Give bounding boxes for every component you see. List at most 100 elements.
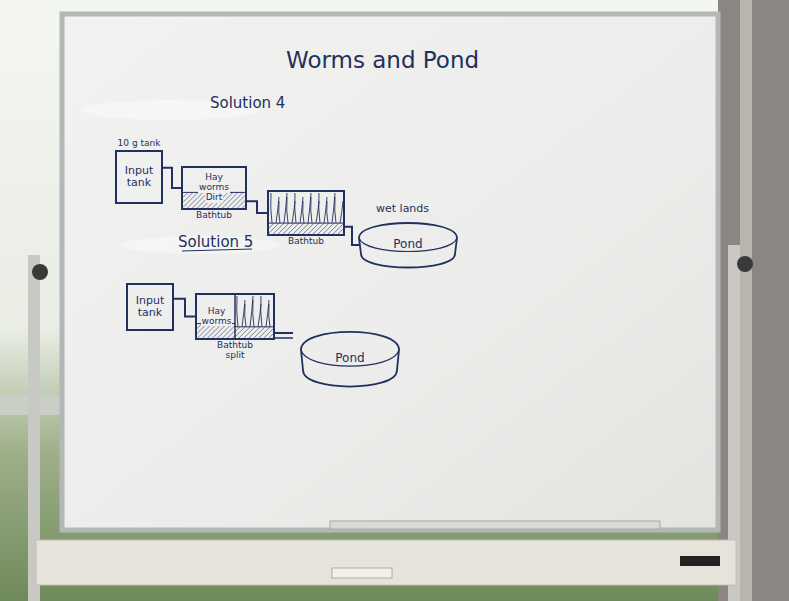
dirt-hatch	[239, 327, 250, 338]
grass-blade	[319, 193, 320, 223]
stand-bar	[36, 540, 736, 585]
grass-blade	[287, 197, 288, 223]
dirt-hatch	[264, 329, 273, 338]
pond-rim	[301, 350, 399, 366]
divider	[234, 293, 236, 340]
dirt-hatch	[235, 327, 245, 337]
free-label: Solution 5	[178, 234, 253, 251]
node-text: worms	[198, 183, 230, 193]
grass-blade	[295, 193, 296, 223]
grass-blade	[271, 193, 272, 223]
dirt-hatch	[328, 223, 339, 234]
shape-art	[267, 190, 345, 236]
title: Worms and Pond	[286, 48, 479, 73]
grass-blade	[335, 197, 336, 223]
marker-tray	[330, 521, 660, 529]
free-label: Solution 4	[210, 95, 285, 112]
dirt-hatch	[269, 223, 279, 233]
grass-blade	[300, 197, 303, 223]
dirt-hatch	[303, 223, 314, 234]
node-text: Pond	[393, 238, 422, 251]
bathtub-wetland: Bathtub	[267, 190, 345, 236]
node-text: Dirt	[205, 193, 224, 203]
dirt-hatch	[183, 192, 193, 202]
grass-blade	[284, 193, 287, 223]
brand-plate	[680, 556, 720, 566]
dirt-hatch	[223, 326, 235, 338]
grass-blade	[237, 296, 238, 327]
node-caption: Bathtub	[196, 211, 232, 221]
dirt-hatch	[278, 223, 289, 234]
node-caption: Bathtub split	[211, 341, 259, 361]
dirt-hatch	[338, 229, 343, 234]
dirt-hatch	[298, 223, 309, 234]
dirt-hatch	[242, 205, 245, 208]
grass-blade	[324, 197, 327, 223]
dirt-hatch	[259, 327, 270, 338]
node-text: Hay	[204, 173, 224, 183]
grass-blade	[261, 296, 262, 327]
grass-blade	[303, 201, 304, 223]
dirt-hatch	[283, 223, 294, 234]
dirt-hatch	[313, 223, 324, 234]
dirt-hatch	[323, 223, 334, 234]
wall	[718, 0, 789, 601]
pond-outline	[359, 223, 457, 268]
dirt-hatch	[237, 200, 245, 208]
node-text: Input tank	[131, 295, 169, 319]
free-label: wet lands	[376, 203, 429, 215]
dirt-hatch	[249, 327, 260, 338]
dirt-hatch	[333, 224, 343, 234]
grass-blade	[332, 193, 335, 223]
dirt-hatch	[288, 223, 299, 234]
bathtub-split: HaywormsBathtub split	[195, 293, 275, 340]
pond: Pond	[356, 220, 460, 270]
dirt-hatch	[269, 334, 273, 338]
pond-outline	[301, 332, 399, 387]
dirt-hatch	[273, 223, 284, 234]
dirt-hatch	[254, 327, 265, 338]
input-tank: 10 g tankInput tank	[115, 150, 163, 204]
dirt-hatch	[233, 336, 235, 338]
grass-blade	[250, 296, 253, 327]
node-text: Hay	[207, 307, 227, 317]
grass-blade	[279, 201, 280, 223]
node-caption: 10 g tank	[118, 139, 161, 149]
grass-blade	[242, 300, 245, 327]
node-text: Pond	[335, 352, 364, 365]
grass-blade	[311, 197, 312, 223]
dirt-hatch	[244, 327, 255, 338]
pipe-connector	[247, 201, 267, 213]
outlet-pipe	[275, 337, 293, 339]
grass-blade	[308, 193, 311, 223]
node-text: worms	[201, 317, 233, 327]
grass-blade	[269, 304, 270, 327]
dirt-hatch	[183, 192, 188, 197]
grass-blade	[266, 300, 269, 327]
dirt-hatch	[269, 223, 274, 228]
dirt-hatch	[235, 327, 240, 332]
bathtub-bed: HaywormsDirtBathtub	[181, 166, 247, 210]
stand-knob	[737, 256, 753, 272]
dirt-hatch	[308, 223, 319, 234]
stand-knob	[32, 264, 48, 280]
dirt-hatch	[228, 331, 235, 338]
dirt-hatch	[293, 223, 304, 234]
node-text: Input tank	[120, 165, 158, 189]
pipe-connector	[345, 227, 359, 245]
dirt-hatch	[318, 223, 329, 234]
wall-trim	[740, 0, 752, 601]
pond: Pond	[298, 328, 402, 390]
grass-blade	[276, 197, 279, 223]
grass-blade	[327, 201, 328, 223]
pond-rim	[359, 238, 457, 252]
dirt-hatch	[232, 195, 245, 208]
sticker	[332, 568, 392, 578]
node-caption: Bathtub	[288, 237, 324, 247]
outlet-pipe	[275, 332, 293, 334]
pipe-connector	[174, 299, 195, 317]
pipe-connector	[163, 168, 181, 188]
